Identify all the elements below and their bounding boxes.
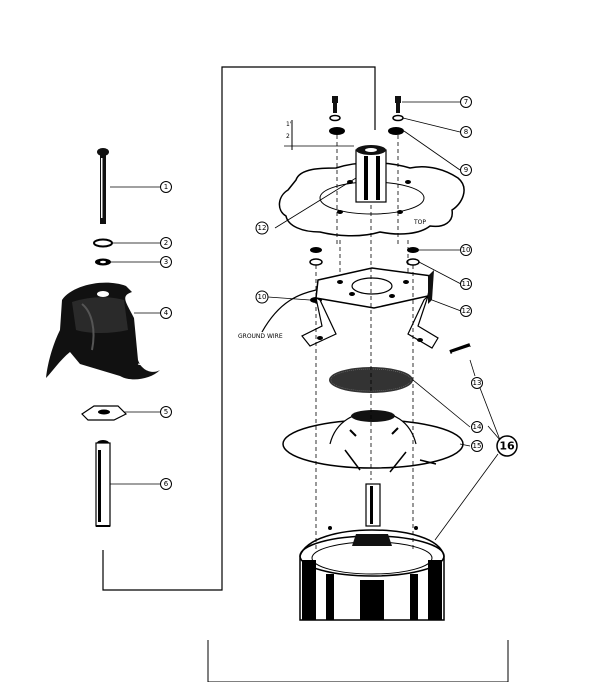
callout-circle [460, 244, 472, 256]
impeller-blade-part [46, 282, 160, 380]
callout-circle [460, 164, 472, 176]
callout-14: 14 [471, 421, 483, 433]
callout-number: 16 [499, 440, 515, 453]
callout-number: 2 [164, 239, 168, 247]
lock-washer-part [95, 258, 111, 266]
alignment-lines [315, 135, 414, 550]
callout-number: 12 [462, 307, 471, 315]
plate-part [81, 405, 128, 421]
assembly-guide-line [102, 66, 376, 591]
callout-number: 4 [164, 309, 169, 317]
callout-number: 13 [473, 379, 482, 387]
callout-number: 12 [258, 224, 267, 232]
callout-number: 11 [462, 280, 471, 288]
callout-number: 7 [464, 98, 468, 106]
callout-10: 10 [460, 244, 472, 256]
callout-circle [496, 435, 518, 457]
callout-number: 1 [164, 183, 168, 191]
callout-circle [160, 237, 172, 249]
callout-number: 3 [164, 258, 168, 266]
ground-wire: GROUND WIRE [238, 289, 317, 340]
motor-shaft-part [365, 483, 381, 527]
motor-housing-part [299, 526, 445, 621]
pin-part [449, 343, 471, 354]
callout-circle [160, 406, 172, 418]
callout-circle [255, 290, 269, 304]
small-washers-part [329, 114, 404, 122]
base-plate-part [282, 410, 464, 473]
callout-4: 4 [160, 307, 172, 319]
callout-15: 15 [471, 440, 483, 452]
washer-part [93, 238, 113, 248]
callout-circle [471, 377, 483, 389]
callout-circle [460, 96, 472, 108]
callout-3: 3 [160, 256, 172, 268]
ground-wire-label: GROUND WIRE [238, 333, 283, 340]
callout-number: 10 [258, 293, 267, 301]
callout-circle [255, 221, 269, 235]
bottom-frame-lines [207, 640, 509, 682]
grommets-part [329, 127, 404, 135]
callout-number: 6 [164, 480, 169, 488]
callout-12: 12 [255, 221, 269, 235]
callout-circle [460, 126, 472, 138]
callout-8: 8 [460, 126, 472, 138]
callout-circle [460, 305, 472, 317]
mounting-bracket-part [301, 267, 439, 349]
callout-2: 2 [160, 237, 172, 249]
top-label: TOP [413, 219, 426, 226]
callout-11: 11 [460, 278, 472, 290]
callout-circle [460, 278, 472, 290]
callout-9: 9 [460, 164, 472, 176]
callout-number: 15 [473, 442, 482, 450]
callout-number: 14 [473, 423, 482, 431]
top-screws-part [332, 96, 401, 113]
callout-circle [471, 440, 483, 452]
callout-number: 5 [164, 408, 168, 416]
dimension-denominator: 2 [286, 133, 290, 140]
callout-circle [160, 307, 172, 319]
callout-6: 6 [160, 478, 172, 490]
dimension-note: 1" 2 [284, 120, 354, 150]
sleeve-part [95, 440, 111, 527]
callout-16: 16 [496, 435, 518, 457]
dimension-numerator: 1" [286, 121, 293, 128]
callout-12: 12 [460, 305, 472, 317]
bolt-part [97, 148, 109, 224]
callout-13: 13 [471, 377, 483, 389]
callout-circle [471, 421, 483, 433]
callout-circle [160, 181, 172, 193]
callout-circle [160, 256, 172, 268]
callout-7: 7 [460, 96, 472, 108]
callout-10: 10 [255, 290, 269, 304]
callout-number: 10 [462, 246, 471, 254]
callout-circle [160, 478, 172, 490]
leader-lines [110, 101, 501, 541]
callout-number: 8 [464, 128, 468, 136]
callout-number: 9 [464, 166, 468, 174]
callout-1: 1 [160, 181, 172, 193]
callout-5: 5 [160, 406, 172, 418]
mounting-gasket-part: TOP [278, 145, 465, 237]
